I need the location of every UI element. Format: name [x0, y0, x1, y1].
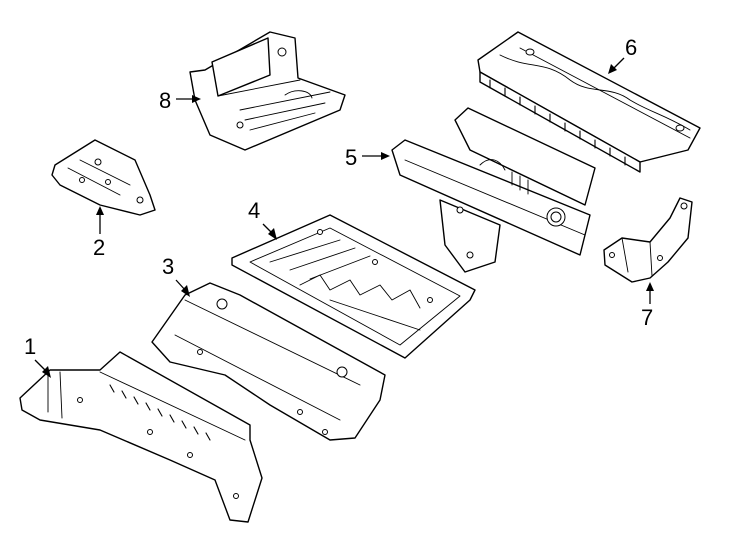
part-8-rear-floor-pan[interactable]	[189, 31, 346, 151]
part-3-center-rail[interactable]	[151, 282, 386, 441]
callout-3: 3	[162, 254, 190, 297]
callout-number-7: 7	[641, 305, 653, 330]
callout-number-1: 1	[24, 334, 36, 359]
callout-number-4: 4	[248, 198, 260, 223]
callout-6: 6	[608, 35, 637, 74]
part-7-side-bracket[interactable]	[603, 197, 693, 283]
callout-number-8: 8	[159, 88, 171, 113]
callout-number-6: 6	[625, 35, 637, 60]
callout-7: 7	[641, 282, 654, 330]
callout-2: 2	[93, 206, 105, 260]
part-5-crossmember[interactable]	[391, 107, 596, 273]
part-4-floor-panel[interactable]	[231, 214, 476, 359]
callout-1: 1	[24, 334, 51, 378]
callout-number-5: 5	[345, 145, 357, 170]
callout-5: 5	[345, 145, 390, 170]
part-6-rear-panel[interactable]	[477, 31, 701, 173]
callout-4: 4	[248, 198, 277, 240]
part-2-bracket[interactable]	[51, 139, 156, 216]
callout-number-2: 2	[93, 235, 105, 260]
callout-number-3: 3	[162, 254, 174, 279]
part-1-front-floor[interactable]	[19, 351, 263, 523]
callout-8: 8	[159, 88, 201, 113]
